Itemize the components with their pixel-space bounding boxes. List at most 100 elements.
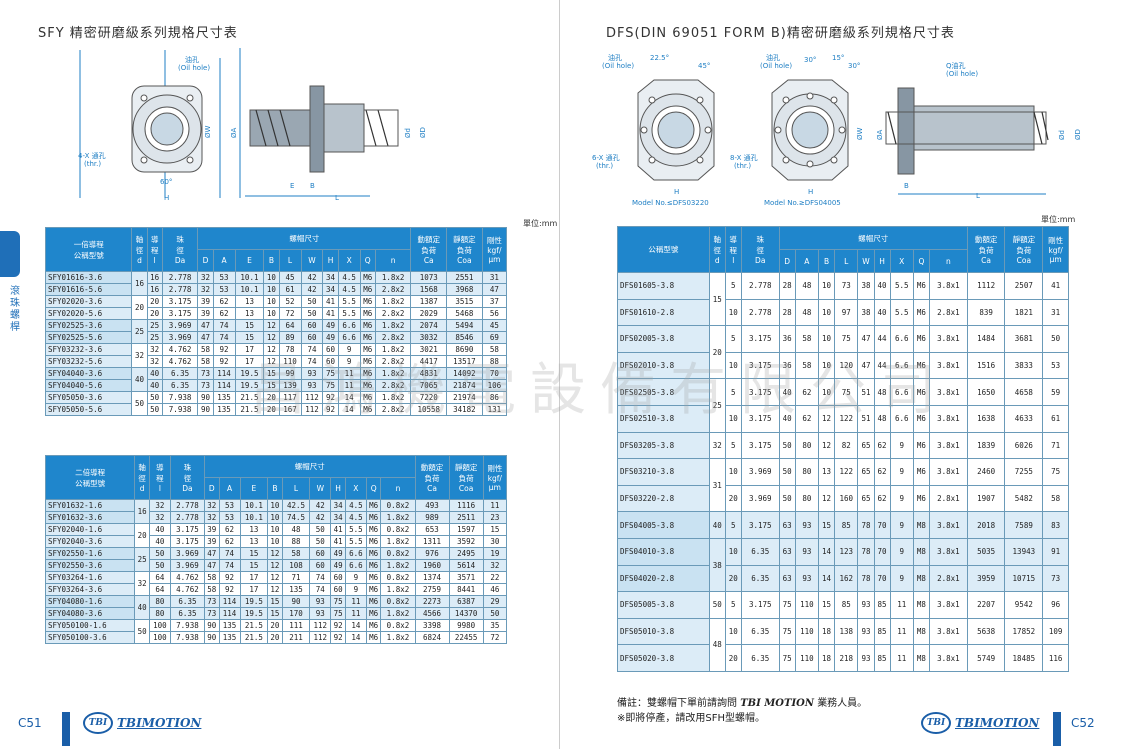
model-cell: SFY02020-5.6 [44, 307, 133, 320]
value-cell: 19.5 [234, 379, 265, 392]
value-cell: 75 [330, 595, 346, 608]
value-cell: 93 [309, 607, 332, 620]
value-cell: 80 [148, 595, 171, 608]
value-cell: 47 [204, 559, 220, 572]
value-cell: 34182 [446, 403, 483, 416]
value-cell: 71 [281, 571, 311, 584]
value-cell: 6.6 [344, 547, 367, 560]
value-cell: M6 [912, 458, 930, 486]
value-cell: M6 [912, 272, 930, 300]
d-dim-label: Ød [1058, 130, 1066, 140]
value-cell: M6 [359, 319, 376, 332]
value-cell: 1.8x2 [374, 343, 412, 356]
value-cell: 25 [131, 319, 148, 344]
value-cell: 92 [218, 571, 241, 584]
value-cell: 80 [794, 484, 820, 513]
value-cell: 92 [330, 619, 346, 632]
value-cell: 74 [300, 343, 324, 356]
column-header: 二倍導程公稱型號 [44, 455, 136, 500]
sub-column-header: Q [365, 477, 382, 500]
model-cell: SFY02020-3.6 [44, 295, 133, 308]
model-cell: SFY01616-3.6 [44, 271, 133, 284]
value-cell: 49 [330, 547, 346, 560]
value-cell: 5 [724, 511, 742, 539]
thr-label-2: (thr.) [734, 162, 751, 170]
value-cell: 20 [708, 325, 726, 380]
value-cell: 16 [146, 271, 163, 284]
value-cell: 48 [708, 617, 726, 672]
value-cell: 45 [481, 319, 508, 332]
value-cell: 1387 [410, 295, 448, 308]
value-cell: 135 [218, 631, 241, 644]
model-cell: SFY01632-3.6 [44, 511, 136, 524]
value-cell: 20 [134, 523, 150, 548]
model-cell: SFY03232-5.6 [44, 355, 133, 368]
value-cell: M8 [912, 511, 930, 539]
value-cell: 6.6 [889, 378, 914, 406]
angle-45-label: 45° [698, 62, 710, 70]
value-cell: 7065 [410, 379, 448, 392]
value-cell: 44 [873, 325, 891, 353]
value-cell: 6.35 [169, 607, 206, 620]
value-cell: 40 [778, 404, 796, 433]
value-cell: 3021 [410, 343, 448, 356]
value-cell: 5.5 [889, 272, 914, 300]
sub-column-header: n [380, 477, 416, 500]
value-cell: 75 [322, 379, 339, 392]
value-cell: 74 [212, 331, 236, 344]
value-cell: 114 [212, 379, 236, 392]
value-cell: 32 [204, 499, 220, 512]
value-cell: 41 [1042, 272, 1069, 300]
value-cell: 2460 [966, 458, 1006, 486]
value-cell: 135 [212, 391, 236, 404]
value-cell: 48 [873, 378, 891, 406]
value-cell: 2.778 [161, 283, 199, 296]
sub-column-header: B [263, 249, 280, 272]
unit-label: 單位:mm [1041, 215, 1076, 224]
value-cell: 9 [344, 571, 367, 584]
value-cell: 12 [267, 559, 283, 572]
tbi-logo: TBI TBIMOTION [921, 712, 1039, 734]
value-cell: 15 [482, 523, 508, 536]
value-cell: 12 [818, 484, 836, 513]
value-cell: 25 [146, 331, 163, 344]
value-cell: 9 [344, 583, 367, 596]
value-cell: 62 [873, 484, 891, 513]
value-cell: 10 [724, 617, 742, 646]
value-cell: 13 [234, 307, 265, 320]
value-cell: 1568 [410, 283, 448, 296]
value-cell: 12 [818, 404, 836, 433]
value-cell: 6824 [414, 631, 450, 644]
value-cell: 90 [204, 631, 220, 644]
value-cell: 65 [857, 484, 875, 513]
value-cell: 5 [724, 591, 742, 619]
value-cell: 160 [834, 484, 859, 513]
side-label: 滾珠螺桿 [10, 286, 20, 333]
value-cell: 85 [873, 591, 891, 619]
value-cell: 7.938 [169, 631, 206, 644]
value-cell: 21.5 [239, 631, 269, 644]
value-cell: 32 [148, 511, 171, 524]
chapter-tab[interactable] [0, 231, 20, 277]
value-cell: 6.35 [740, 564, 780, 593]
value-cell: 12 [267, 571, 283, 584]
value-cell: 10715 [1004, 564, 1044, 593]
value-cell: 3.175 [740, 378, 780, 406]
value-cell: 15 [234, 331, 265, 344]
holes6-label: 6-X 通孔 [592, 153, 620, 162]
value-cell: 6387 [448, 595, 484, 608]
value-cell: 117 [278, 391, 302, 404]
value-cell: 31 [1042, 298, 1069, 327]
oil-hole-label: 油孔 [185, 55, 199, 64]
value-cell: 47 [197, 331, 214, 344]
value-cell: 1.8x2 [374, 391, 412, 404]
value-cell: 5482 [1004, 484, 1044, 513]
angle-30-label: 30° [804, 56, 816, 64]
